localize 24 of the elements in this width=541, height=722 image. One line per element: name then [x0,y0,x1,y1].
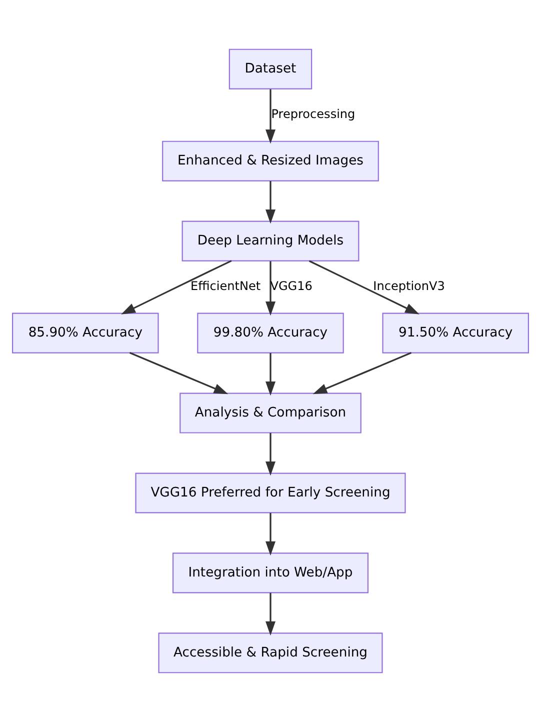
edge-label: Preprocessing [271,107,356,122]
arrow [266,512,276,556]
node-box: 85.90% Accuracy [12,312,159,354]
node-box: Integration into Web/App [172,552,369,594]
arrow [266,89,276,144]
node-box: 99.80% Accuracy [197,312,344,354]
node-box: Analysis & Comparison [180,392,362,434]
arrow [308,260,420,314]
arrow [121,260,232,314]
arrow [266,592,276,636]
node-box: Dataset [228,48,312,90]
arrow [129,352,228,394]
edge-label: InceptionV3 [373,279,445,294]
arrow [266,261,276,316]
node-box: Enhanced & Resized Images [162,140,379,182]
node-box: VGG16 Preferred for Early Screening [135,472,406,514]
arrow [266,181,276,224]
arrow [266,432,276,476]
arrow [266,353,276,396]
arrow [312,352,412,394]
node-box: Accessible & Rapid Screening [158,632,383,674]
node-box: 91.50% Accuracy [382,312,529,354]
edge-label: EfficientNet [190,279,261,294]
node-box: Deep Learning Models [182,220,360,262]
